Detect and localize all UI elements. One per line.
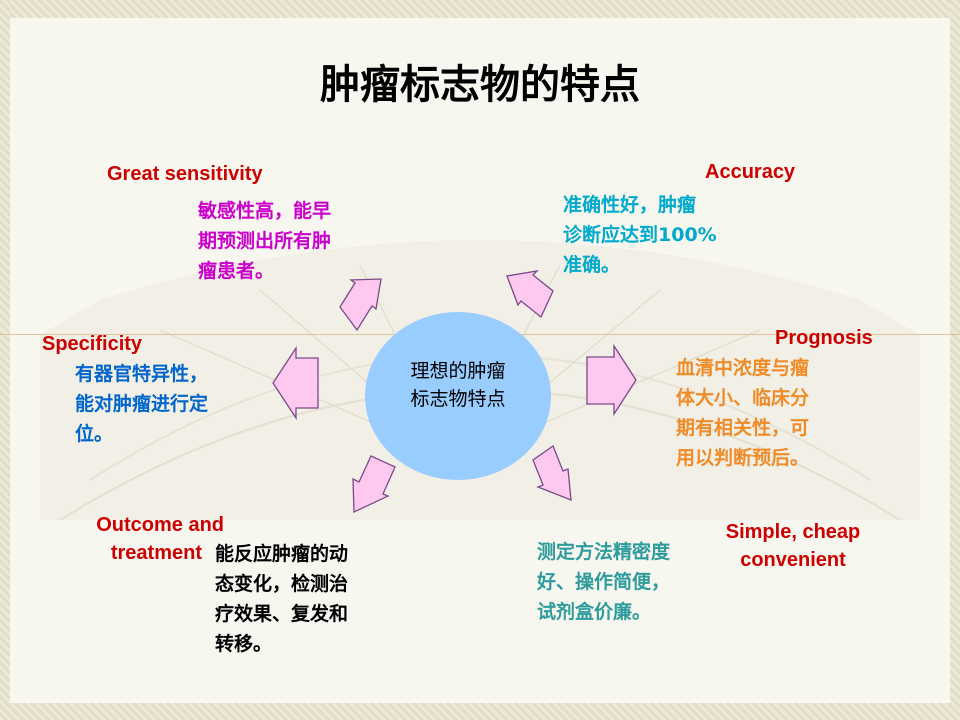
sensitivity-line: 敏感性高，能早 xyxy=(198,200,332,222)
sensitivity-text: 敏感性高，能早 期预测出所有肿 瘤患者。 xyxy=(198,196,331,286)
top-border xyxy=(0,0,960,18)
right-border xyxy=(950,0,960,720)
simple-line: 测定方法精密度 xyxy=(537,541,671,563)
arrow-down-right xyxy=(532,444,572,501)
specificity-line: 有器官特异性， xyxy=(75,363,209,385)
outcome-label: Outcome and treatment xyxy=(72,511,224,567)
prognosis-label: Prognosis xyxy=(775,327,873,349)
specificity-line: 位。 xyxy=(75,423,114,445)
prognosis-line: 血清中浓度与瘤 xyxy=(676,357,810,379)
simple-label: Simple, cheap convenient xyxy=(705,518,881,574)
accuracy-text: 准确性好，肿瘤 诊断应达到100% 准确。 xyxy=(563,190,717,280)
accuracy-line: 准确。 xyxy=(563,254,621,276)
prognosis-text: 血清中浓度与瘤 体大小、临床分 期有相关性，可 用以判断预后。 xyxy=(676,353,809,473)
specificity-line: 能对肿瘤进行定 xyxy=(75,393,209,415)
accuracy-line: 准确性好，肿瘤 xyxy=(563,194,697,216)
arrow-right xyxy=(586,343,637,417)
simple-line: 试剂盒价廉。 xyxy=(537,601,652,623)
outcome-text: 能反应肿瘤的动 态变化，检测治 疗效果、复发和 转移。 xyxy=(215,539,348,659)
outcome-line: 疗效果、复发和 xyxy=(215,603,349,625)
accuracy-label: Accuracy xyxy=(705,161,796,183)
simple-text: 测定方法精密度 好、操作简便， 试剂盒价廉。 xyxy=(537,537,670,627)
simple-line: 好、操作简便， xyxy=(537,571,671,593)
specificity-text: 有器官特异性， 能对肿瘤进行定 位。 xyxy=(75,359,208,449)
outcome-line: 态变化，检测治 xyxy=(215,573,349,595)
outcome-line: 能反应肿瘤的动 xyxy=(215,543,349,565)
sensitivity-line: 期预测出所有肿 xyxy=(198,230,332,252)
specificity-label: Specificity xyxy=(42,333,143,355)
outcome-line: 转移。 xyxy=(215,633,273,655)
simple-label-line: convenient xyxy=(740,549,846,571)
prognosis-line: 用以判断预后。 xyxy=(676,447,810,469)
arrow-left xyxy=(272,345,319,421)
center-line-2: 标志物特点 xyxy=(410,388,506,410)
arrow-up-right xyxy=(506,270,554,319)
sensitivity-label: Great sensitivity xyxy=(107,163,263,185)
accuracy-line: 诊断应达到100% xyxy=(563,224,717,246)
page-title: 肿瘤标志物的特点 xyxy=(320,62,640,108)
bottom-border xyxy=(0,703,960,720)
arrow-up-left xyxy=(339,278,382,332)
outcome-label-line: Outcome and xyxy=(96,514,224,536)
center-line-1: 理想的肿瘤 xyxy=(410,360,506,382)
center-circle xyxy=(365,312,551,480)
prognosis-line: 体大小、临床分 xyxy=(676,387,810,409)
arrow-down-left xyxy=(352,455,396,514)
simple-label-line: Simple, cheap xyxy=(725,521,861,543)
left-border xyxy=(0,0,10,720)
prognosis-line: 期有相关性，可 xyxy=(676,417,810,439)
outcome-label-line: treatment xyxy=(110,542,202,564)
sensitivity-line: 瘤患者。 xyxy=(198,260,275,282)
center-label: 理想的肿瘤 标志物特点 xyxy=(365,357,551,413)
